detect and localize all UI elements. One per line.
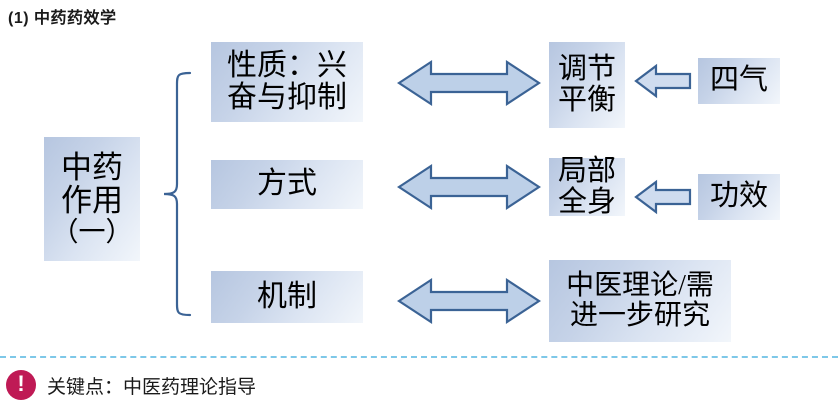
node-mode: 方式 [211,160,363,209]
node-nature: 性质：兴 奋与抑制 [211,42,363,122]
node-nature-line1: 性质：兴 [227,48,347,82]
keypoint-callout: ! 关键点：中医药理论指导 [6,370,256,400]
double-arrow-icon-row3 [396,277,542,325]
node-siqi: 四气 [698,58,780,104]
node-theory-line1: 中医理论/需 [566,269,714,301]
node-theory: 中医理论/需 进一步研究 [549,260,731,342]
node-mechanism: 机制 [211,271,363,323]
node-root-line3: （一） [51,216,133,247]
node-efficacy-label: 功效 [709,180,768,213]
node-mode-label: 方式 [257,167,317,201]
node-balance-line2: 平衡 [557,84,616,116]
page-title: (1) 中药药效学 [8,10,117,27]
node-nature-line2: 奋与抑制 [227,81,347,114]
double-arrow-icon-row1 [396,59,542,107]
node-root-line1: 中药 [61,149,123,185]
node-balance: 调节 平衡 [549,42,625,128]
node-scope-line2: 全身 [557,186,616,218]
node-root: 中药 作用 （一） [44,137,140,261]
keypoint-text: 关键点：中医药理论指导 [47,376,257,398]
node-mechanism-label: 机制 [257,279,317,313]
left-arrow-icon-efficacy [634,179,692,215]
node-balance-line1: 调节 [557,52,616,85]
node-siqi-label: 四气 [709,64,768,97]
diagram-canvas: 中药 作用 （一） 性质：兴 奋与抑制 调节 平衡 四气 方式 [0,28,838,348]
node-theory-line2: 进一步研究 [569,300,710,331]
node-scope-line1: 局部 [557,154,616,187]
node-root-line2: 作用 [61,183,123,219]
left-arrow-icon-siqi [634,63,692,99]
exclamation-circle-icon: ! [6,370,36,400]
dashed-divider [0,356,838,358]
curly-brace-icon [160,70,194,318]
exclamation-glyph: ! [17,371,25,396]
node-scope: 局部 全身 [549,154,625,218]
node-efficacy: 功效 [698,174,780,220]
double-arrow-icon-row2 [396,163,542,211]
